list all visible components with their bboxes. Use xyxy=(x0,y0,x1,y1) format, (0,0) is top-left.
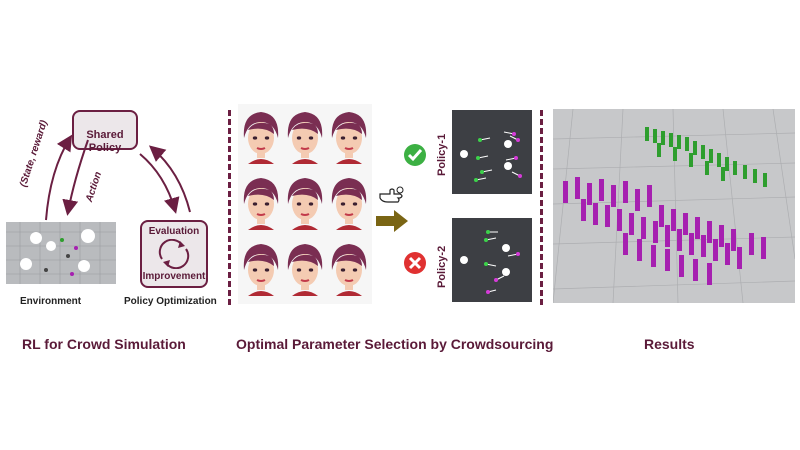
divider-left xyxy=(228,110,231,305)
policy-1-sim xyxy=(452,110,532,194)
improvement-label: Improvement xyxy=(142,271,206,282)
divider-right xyxy=(540,110,543,305)
shared-policy-box: Shared Policy xyxy=(72,110,138,154)
results-render xyxy=(553,109,795,303)
faces-grid xyxy=(238,104,372,304)
crowd-scene xyxy=(553,109,795,303)
hand-pointer-icon xyxy=(379,186,404,203)
crowdsourcing-caption: Optimal Parameter Selection by Crowdsour… xyxy=(236,336,554,352)
cycle-icon xyxy=(158,239,190,269)
shared-policy-label: Shared Policy xyxy=(86,129,124,154)
environment-label: Environment xyxy=(20,296,82,307)
rl-loop-arrows xyxy=(45,134,191,221)
results-caption: Results xyxy=(644,336,695,352)
environment-thumbnail xyxy=(6,222,116,284)
policy-optimization-label: Policy Optimization xyxy=(124,296,217,307)
rl-caption: RL for Crowd Simulation xyxy=(22,336,186,352)
environment-scene xyxy=(6,222,116,284)
policy-2-sim xyxy=(452,218,532,302)
policy-1-label: Policy-1 xyxy=(436,133,448,176)
cross-icon xyxy=(404,252,426,274)
policy-2-label: Policy-2 xyxy=(436,245,448,288)
policy-2-scene xyxy=(460,230,520,294)
right-arrow-icon xyxy=(376,210,408,232)
policy-1-scene xyxy=(460,131,522,182)
evaluation-improvement-box: Evaluation Improvement xyxy=(140,220,208,288)
check-icon xyxy=(404,144,426,166)
evaluation-label: Evaluation xyxy=(148,226,200,237)
face-avatars xyxy=(242,111,368,297)
